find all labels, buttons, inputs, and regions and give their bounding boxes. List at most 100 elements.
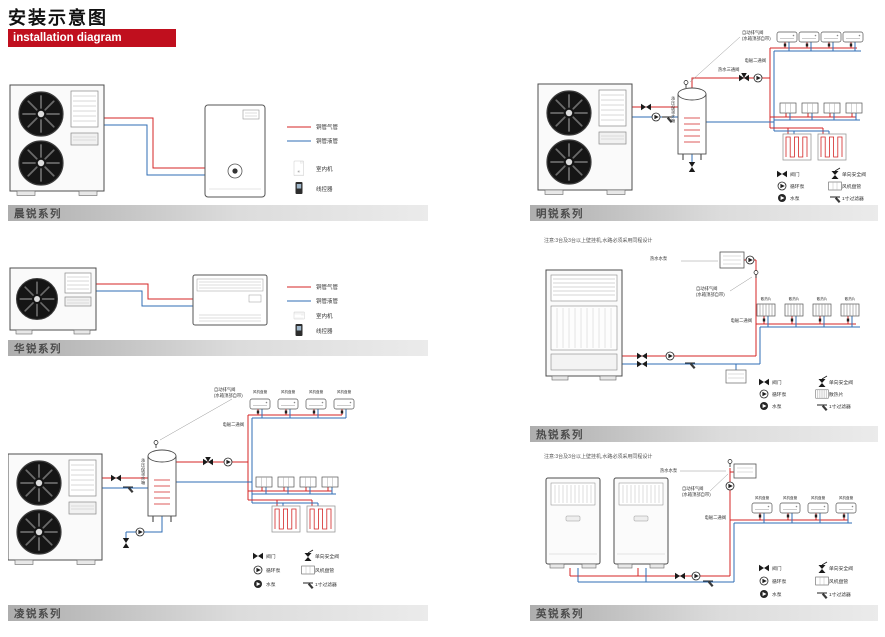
valve-icon [637, 352, 647, 360]
valve-icon [759, 564, 769, 572]
leader-line [709, 473, 729, 492]
legend-circ-pump: 循环泵 [790, 183, 805, 190]
auto-vent-icon [727, 459, 733, 468]
legend-liquid-label: 铜管液管 [316, 297, 339, 305]
solenoid-valve-label: 电磁二通阀 [223, 421, 244, 428]
auto-vent-label: 自动排气阀 [214, 386, 235, 393]
safety-valve-icon [304, 549, 314, 562]
series-title: 热锐系列 [536, 428, 584, 441]
water-pump-icon [254, 580, 262, 588]
valve-icon [641, 103, 651, 111]
wall-unit [779, 502, 801, 514]
fan-coil-label: 风机盘管 [755, 495, 770, 500]
drain-valve-icon [688, 162, 696, 172]
drain-valve-icon [122, 538, 130, 548]
legend-gas-label: 铜管气管 [316, 283, 339, 291]
legend-safety: 单向安全阀 [315, 553, 339, 560]
water-pump-icon [760, 590, 768, 598]
fan-coil-unit [801, 102, 819, 114]
wall-unit [333, 398, 355, 410]
legend-controller-label: 线控器 [316, 327, 333, 335]
auto-vent-label: 自动排气阀 [742, 29, 763, 36]
legend-pump: 水泵 [266, 581, 276, 588]
floor-heating-coil [817, 133, 847, 161]
controller-icon [295, 182, 303, 194]
wall-unit [776, 31, 798, 43]
wall-unit [835, 502, 857, 514]
legend-radiator: 散热片 [829, 391, 844, 398]
chenrui-diagram: 铜管气管 铜管液管 室内机 线控器 [8, 58, 339, 198]
valve-icon [675, 572, 685, 580]
fan-coil-label: 风机盘管 [783, 495, 798, 500]
filter-icon [816, 404, 829, 412]
huarui-diagram: 铜管气管 铜管液管 室内机 线控器 [8, 252, 339, 336]
auto-vent-label2: (水箱顶部自带) [742, 35, 771, 42]
safety-valve-icon [831, 167, 841, 180]
safety-valve-icon [818, 375, 828, 388]
radiator-unit [784, 303, 804, 317]
legend-controller-label: 线控器 [316, 185, 333, 193]
floor-heating-coil [306, 505, 336, 533]
legend-indoor-label: 室内机 [316, 312, 333, 320]
wall-unit [277, 398, 299, 410]
page-title: 安装示意图 [8, 8, 108, 28]
section-huarui: 铜管气管 铜管液管 室内机 线控器 华锐系列 [8, 252, 428, 356]
three-way-valve-branch [205, 457, 211, 462]
valve-icon [637, 360, 647, 368]
fan-coil-unit [321, 476, 339, 488]
liquid-pipe [104, 124, 205, 176]
page-subtitle: installation diagram [13, 32, 122, 44]
auto-vent-icon [153, 440, 159, 449]
legend-safety: 单向安全阀 [829, 379, 853, 386]
section-mingrui: 自动排气阀 (水箱顶部自带) 热水三通阀 电磁二通阀 承压保温水箱 阀门 单向安… [530, 22, 878, 221]
series-title: 明锐系列 [536, 207, 584, 220]
radiator-label: 散热片 [789, 296, 800, 301]
circulation-pump-icon [759, 389, 769, 399]
series-bar-lingrui: 凌锐系列 [8, 605, 428, 621]
legend-fan-coil: 风机盘管 [842, 183, 861, 190]
gas-pipe [769, 42, 857, 128]
series-bar-yingrui: 英锐系列 [530, 605, 878, 621]
auto-vent-label2: (水箱顶部自带) [682, 491, 711, 498]
fan-coil-label: 风机盘管 [811, 495, 826, 500]
series-title: 华锐系列 [14, 342, 62, 355]
water-tank [677, 87, 707, 161]
radiator-icon [815, 389, 829, 399]
radiator-unit [840, 303, 860, 317]
expansion-tank-detail [728, 373, 744, 379]
circulation-pump-icon [777, 181, 787, 191]
outdoor-unit [538, 84, 632, 195]
auto-vent-label2: (水箱顶部自带) [696, 291, 725, 298]
indoor-unit-icon [293, 311, 305, 320]
valve-icon [253, 552, 263, 560]
liquid-pipe [622, 316, 860, 365]
series-bar-rerui: 热锐系列 [530, 426, 878, 442]
wall-unit [807, 502, 829, 514]
outdoor-unit [8, 454, 102, 565]
leader-line [689, 36, 741, 83]
radiator-label: 散热片 [817, 296, 828, 301]
floor-heat-return [774, 130, 830, 134]
legend-gas-label: 铜管气管 [316, 123, 339, 131]
hot-water-pump-icon [725, 481, 735, 491]
three-way-valve-label: 热水三通阀 [718, 66, 739, 73]
liquid-pipe [773, 42, 861, 131]
fan-coil-icon [828, 181, 842, 191]
liquid-pipe [96, 290, 193, 307]
legend-circ-pump: 循环泵 [772, 578, 787, 585]
wall-unit [305, 398, 327, 410]
legend-filter: 1寸过滤器 [829, 591, 851, 598]
wall-unit [751, 502, 773, 514]
legend-circ-pump: 循环泵 [266, 567, 281, 574]
pump-icon [651, 112, 661, 122]
fan-coil-unit [255, 476, 273, 488]
wall-unit [820, 31, 842, 43]
pump-icon [665, 351, 675, 361]
indoor-unit-icon [293, 160, 304, 176]
legend-liquid-label: 铜管液管 [316, 137, 339, 145]
legend-pump: 水泵 [772, 591, 782, 598]
legend-filter: 1寸过滤器 [829, 403, 851, 410]
fan-coil-unit [299, 476, 317, 488]
auto-vent-label2: (水箱顶部自带) [214, 392, 243, 399]
pump-icon [753, 73, 763, 83]
